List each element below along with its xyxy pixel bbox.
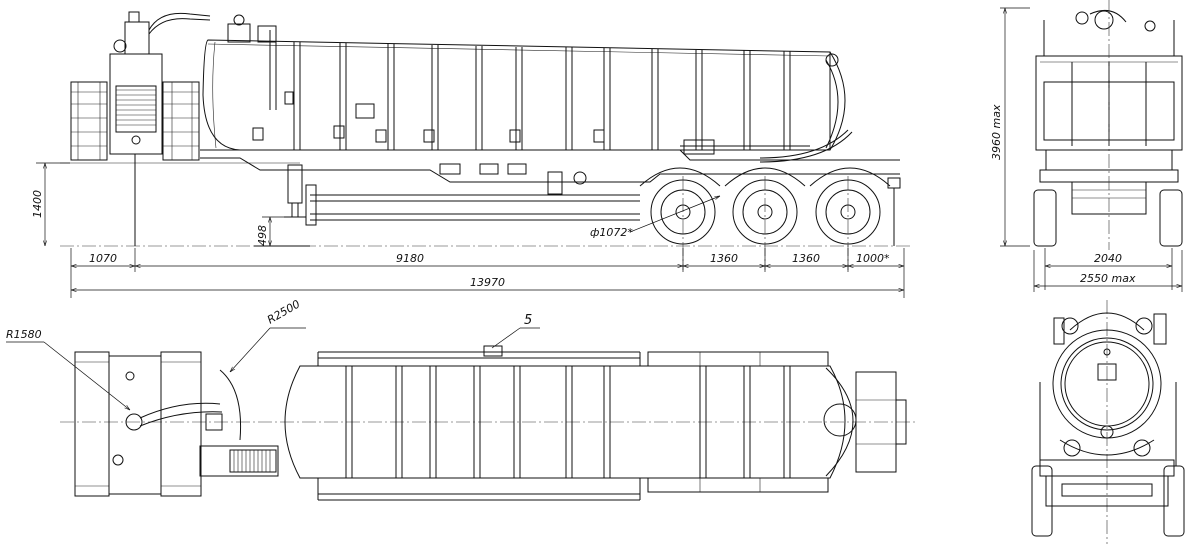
dim-track-2040: 2040 [1094, 252, 1122, 265]
top-fittings [227, 14, 294, 110]
chassis [200, 139, 900, 247]
dim-1360-b: 1360 [792, 252, 820, 265]
callout-5: 5 [524, 313, 532, 328]
dim-height-max: 3960 max [990, 104, 1003, 160]
tank-body [202, 39, 853, 163]
dim-1070: 1070 [89, 252, 117, 265]
dim-1000: 1000* [856, 252, 890, 265]
side-dimensions [36, 162, 905, 298]
side-wheels [629, 167, 901, 270]
dim-9180: 9180 [396, 252, 424, 265]
dim-wheel-diameter: ф1072* [590, 226, 633, 239]
engine-module [109, 11, 211, 246]
top-callouts [6, 327, 540, 410]
dim-1360-a: 1360 [710, 252, 738, 265]
side-view: 1400 498 ф1072* 1070 9180 1360 1360 1000… [31, 11, 910, 298]
dim-height-1400: 1400 [31, 190, 44, 218]
top-view [60, 345, 915, 501]
front-guard [70, 81, 200, 161]
dim-hitch-498: 498 [256, 225, 269, 246]
radius-1580: R1580 [6, 328, 42, 341]
dim-total-13970: 13970 [470, 276, 505, 289]
front-view [1000, 0, 1183, 292]
rear-view [1031, 300, 1185, 544]
radius-2500: R2500 [265, 298, 302, 327]
dim-width-max: 2550 max [1080, 272, 1136, 285]
